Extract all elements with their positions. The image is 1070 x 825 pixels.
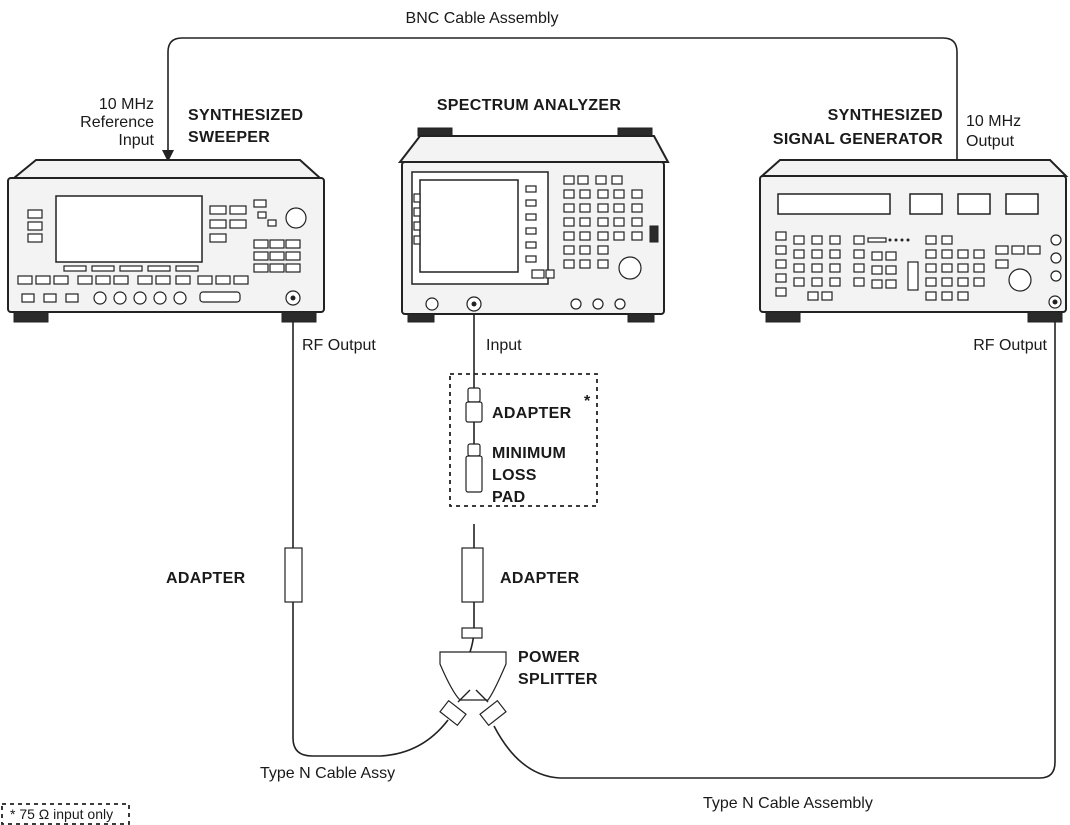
out10-label-2: Output [966,133,1015,150]
min-loss-label-2: LOSS [492,467,537,484]
footnote-label: * 75 Ω input only [10,806,113,822]
adapter-asterisk: * [584,393,591,410]
power-splitter [439,627,507,727]
rf-output-right-label: RF Output [973,337,1047,354]
min-loss-label-1: MINIMUM [492,445,566,462]
synthesized-sweeper [7,159,325,323]
out10-label-1: 10 MHz [966,113,1021,130]
ref-input-label-2: Reference [80,114,154,131]
bnc-cable [167,37,958,176]
rf-output-left-label: RF Output [302,337,376,354]
sweeper-title-1: SYNTHESIZED [188,107,303,124]
minimum-loss-pad [465,443,483,493]
ref-input-label-1: 10 MHz [99,96,154,113]
synthesized-signal-generator [759,159,1069,323]
ref-input-label-3: Input [118,132,154,149]
cable-left-label: Type N Cable Assy [260,765,395,782]
siggen-title-2: SIGNAL GENERATOR [773,131,943,148]
footnote-box [1,803,130,825]
splitter-label-2: SPLITTER [518,671,598,688]
adapter-75-ohm [465,387,483,423]
sweeper-title-2: SWEEPER [188,129,270,146]
adapter-mid-label: ADAPTER [500,570,580,587]
adapter-75-label: ADAPTER [492,405,572,422]
adapter-left-label: ADAPTER [166,570,246,587]
adapter-pad-box [449,373,598,507]
spectrum-analyzer-title: SPECTRUM ANALYZER [437,97,622,114]
adapter-left-body [284,547,303,603]
adapter-mid-body [461,547,484,603]
cable-right-rf [493,312,1056,779]
bnc-cable-label: BNC Cable Assembly [406,10,559,27]
cable-left-rf [292,310,449,757]
bnc-arrow-head [162,150,174,162]
splitter-label-1: POWER [518,649,580,666]
cable-right-label: Type N Cable Assembly [703,795,873,812]
spectrum-analyzer [397,127,670,323]
input-label: Input [486,337,522,354]
siggen-title-1: SYNTHESIZED [828,107,943,124]
min-loss-label-3: PAD [492,489,526,506]
